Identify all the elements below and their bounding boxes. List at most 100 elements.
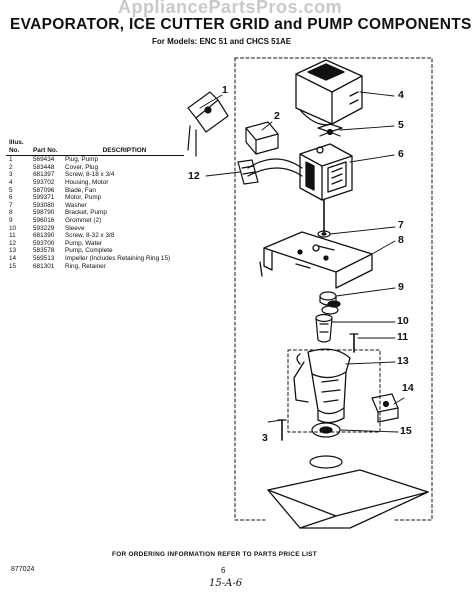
callout-6: 6 (398, 148, 404, 160)
description-cell: Pump, Complete (65, 247, 113, 255)
parts-table-header: Illus. No. Part No. DESCRIPTION (6, 139, 184, 157)
callout-7: 7 (398, 219, 404, 231)
description-cell: Housing, Motor (65, 178, 109, 186)
screw-11-part (349, 333, 359, 353)
header-part-no: Part No. (33, 139, 65, 157)
parts-row: 15 681301 Ring, Retainer (6, 263, 184, 271)
description-cell: Cover, Plug (65, 163, 99, 171)
document-code: 877024 (11, 566, 35, 573)
leader-lines (199, 91, 405, 433)
description-cell: Ring, Retainer (65, 262, 106, 270)
illus-no-cell: 12 (9, 239, 17, 247)
retainer-ring-part (309, 422, 343, 469)
description-cell: Impeller (Includes Retaining Ring 15) (65, 254, 171, 262)
description-cell: Plug, Pump (65, 156, 99, 164)
illus-no-cell: 8 (9, 209, 13, 217)
page-title: EVAPORATOR, ICE CUTTER GRID and PUMP COM… (10, 16, 472, 33)
parts-row: 5 587096 Blade, Fan (6, 187, 184, 195)
description-cell: Motor, Pump (65, 194, 102, 202)
illus-no-cell: 3 (9, 171, 13, 179)
parts-row: 10 593229 Sleeve (6, 225, 184, 233)
part-no-cell: 598790 (33, 209, 55, 217)
illus-no-cell: 1 (9, 156, 13, 164)
illus-no-cell: 13 (9, 247, 17, 255)
part-no-cell: 599371 (33, 194, 55, 202)
description-cell: Screw, 8-18 x 3/4 (65, 171, 115, 179)
illus-no-cell: 15 (9, 262, 17, 270)
ordering-note: FOR ORDERING INFORMATION REFER TO PARTS … (112, 551, 317, 558)
part-no-cell: 681301 (33, 262, 55, 270)
parts-row: 1 569434 Plug, Pump (6, 156, 184, 164)
part-no-cell: 681390 (33, 232, 55, 240)
callout-3: 3 (262, 432, 268, 444)
pump-plug-part (187, 91, 229, 157)
fan-blade-part (317, 123, 343, 137)
description-cell: Screw, 8-32 x 3/8 (65, 232, 115, 240)
pump-cord-part (237, 158, 303, 185)
callout-10: 10 (397, 315, 409, 327)
impeller-part (371, 393, 399, 423)
part-no-cell: 593229 (33, 224, 55, 232)
plug-cover-part (245, 121, 279, 155)
parts-row: 4 593702 Housing, Motor (6, 179, 184, 187)
description-cell: Blade, Fan (65, 186, 96, 194)
callout-12: 12 (188, 170, 200, 182)
part-no-cell: 583448 (33, 163, 55, 171)
watermark: AppliancePartsPros.com (118, 0, 343, 17)
model-subtitle: For Models: ENC 51 and CHCS 51AE (152, 37, 292, 46)
part-no-cell: 569434 (33, 156, 55, 164)
description-cell: Sleeve (65, 224, 85, 232)
assembly-outline (234, 57, 433, 521)
illus-no-cell: 14 (9, 254, 17, 262)
illus-no-cell: 2 (9, 163, 13, 171)
parts-row: 2 583448 Cover, Plug (6, 164, 184, 172)
illus-no-cell: 7 (9, 201, 13, 209)
evaporator-tray-part (267, 469, 429, 529)
callout-11: 11 (397, 331, 409, 343)
handwritten-note: 15-A-6 (209, 578, 243, 589)
callout-15: 15 (400, 425, 412, 437)
callout-14: 14 (402, 382, 414, 394)
motor-housing-part (295, 59, 363, 126)
part-no-cell: 681397 (33, 171, 55, 179)
pump-bracket-part (259, 231, 373, 289)
description-cell: Washer (65, 201, 87, 209)
parts-row: 8 598790 Bracket, Pump (6, 209, 184, 217)
part-no-cell: 596016 (33, 216, 55, 224)
parts-row: 6 599371 Motor, Pump (6, 194, 184, 202)
part-no-cell: 593080 (33, 201, 55, 209)
callout-5: 5 (398, 119, 404, 131)
pump-motor-part (299, 143, 353, 233)
page-number: 6 (221, 566, 226, 575)
illus-no-cell: 4 (9, 178, 13, 186)
parts-row: 3 681397 Screw, 8-18 x 3/4 (6, 171, 184, 179)
pump-dashed-box (287, 349, 381, 433)
callout-4: 4 (398, 89, 404, 101)
description-cell: Pump, Water (65, 239, 103, 247)
callout-8: 8 (398, 234, 404, 246)
callout-13: 13 (397, 355, 409, 367)
screw-3-part (277, 419, 287, 441)
part-no-cell: 569513 (33, 254, 55, 262)
parts-row: 7 593080 Washer (6, 202, 184, 210)
description-cell: Bracket, Pump (65, 209, 107, 217)
part-no-cell: 593702 (33, 178, 55, 186)
illus-no-cell: 11 (9, 232, 16, 240)
header-illus-no: Illus. No. (6, 139, 33, 157)
illus-no-cell: 10 (9, 224, 17, 232)
callout-1: 1 (222, 84, 228, 96)
illus-no-cell: 6 (9, 194, 13, 202)
callout-9: 9 (398, 281, 404, 293)
grommet-part (319, 291, 341, 315)
sleeve-part (315, 313, 333, 343)
illus-no-cell: 9 (9, 216, 13, 224)
illus-no-cell: 5 (9, 186, 13, 194)
part-no-cell: 587096 (33, 186, 55, 194)
callout-2: 2 (274, 110, 280, 122)
